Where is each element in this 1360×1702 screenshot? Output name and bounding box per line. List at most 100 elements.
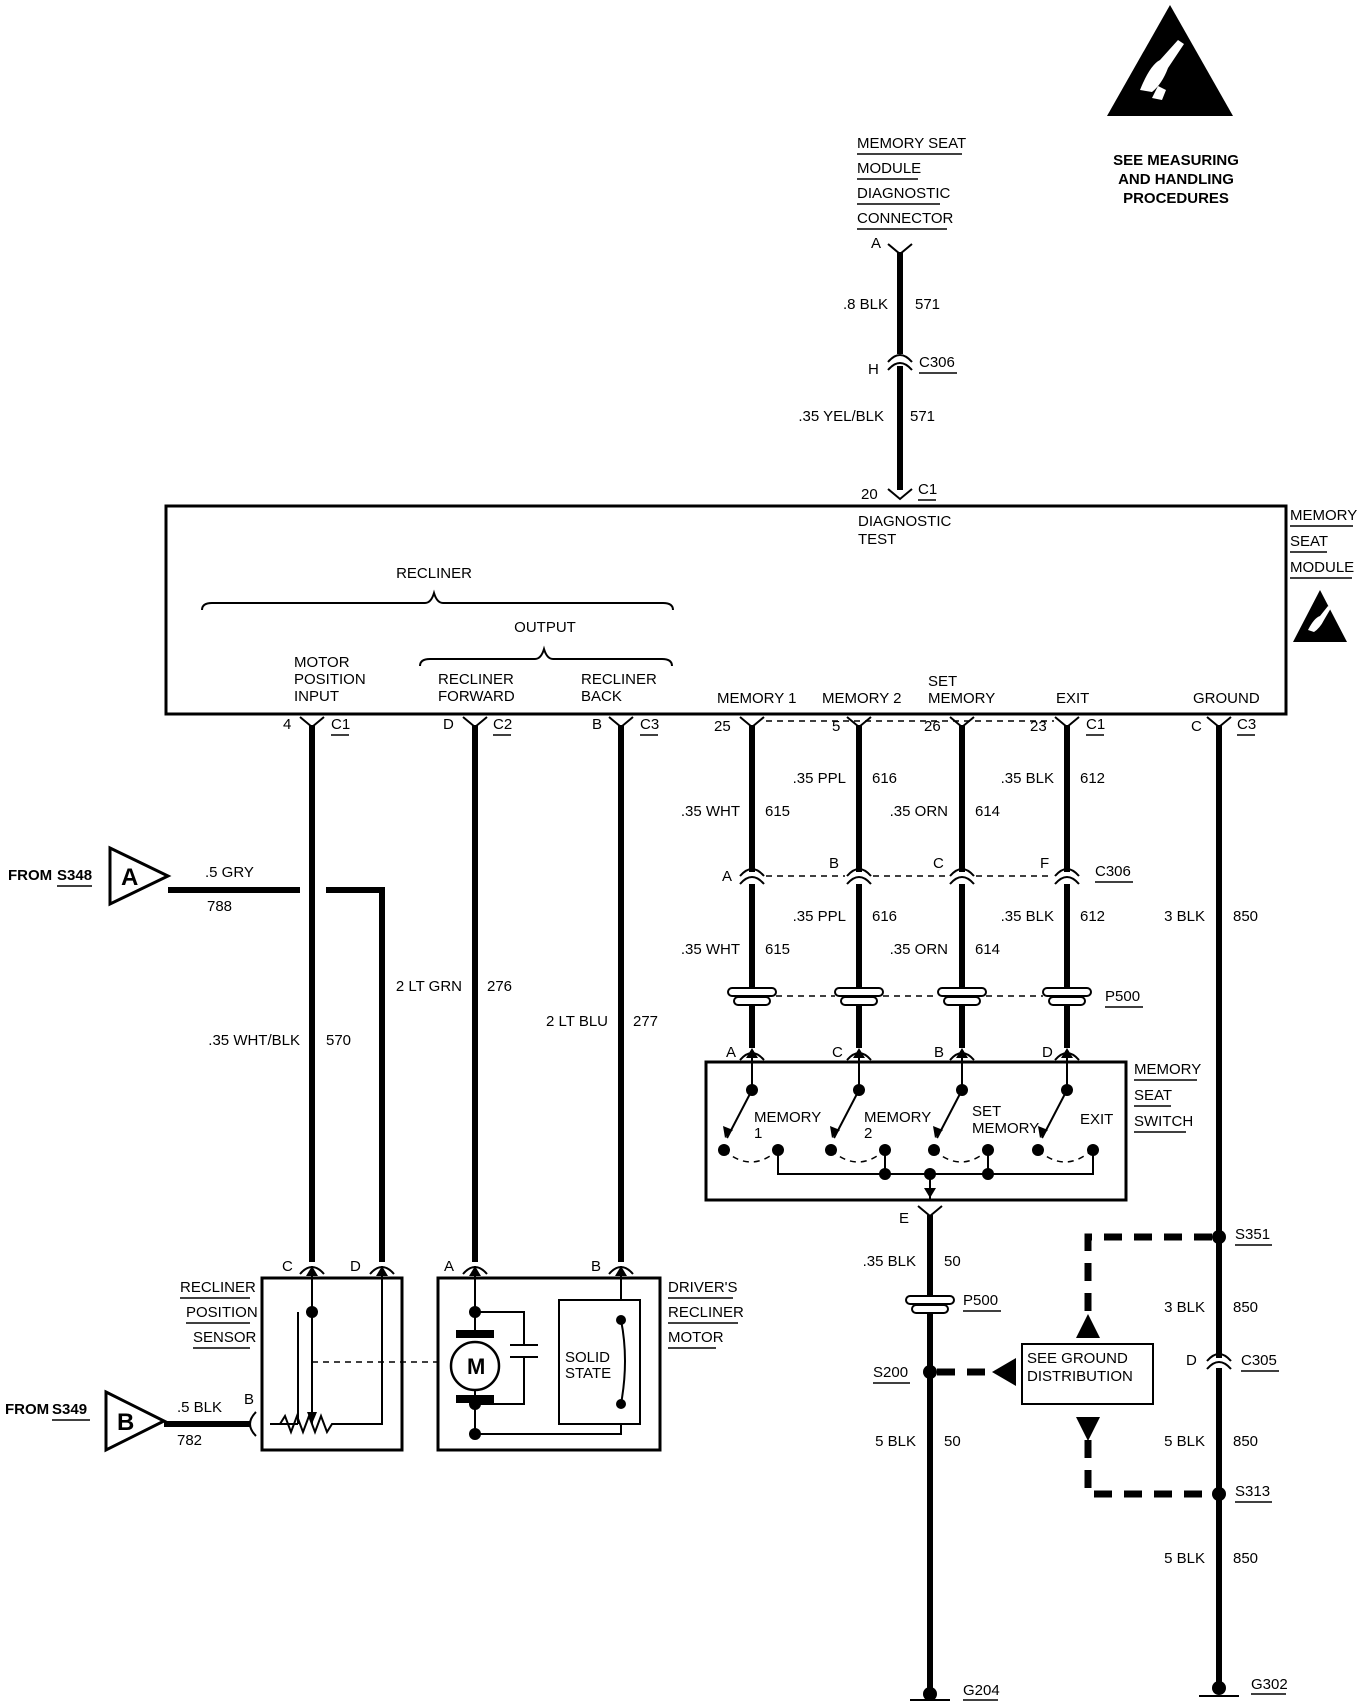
from-a-letter: A: [121, 864, 138, 891]
esd-notice-line1: SEE MEASURING: [1113, 152, 1239, 169]
wire-615a-gauge: .35 WHT: [681, 803, 740, 820]
ground-g302-icon: [1199, 1681, 1239, 1697]
sensor-name-label: RECLINER POSITION SENSOR: [180, 1279, 258, 1349]
pin-5: 5: [832, 718, 840, 735]
term-recliner-forward-l1: RECLINER: [438, 671, 514, 688]
wire-614b-gauge: .35 ORN: [890, 941, 948, 958]
pin-23: 23: [1030, 718, 1047, 735]
from-b-text: FROM: [5, 1401, 49, 1418]
output-brace: [419, 645, 673, 667]
splice-s351: S351: [1235, 1226, 1270, 1243]
wire-850a-circuit: 850: [1233, 908, 1258, 925]
svg-text:MEMORY SEAT: MEMORY SEAT: [857, 135, 966, 152]
output-group-label: OUTPUT: [514, 619, 576, 636]
svg-text:MODULE: MODULE: [1290, 559, 1354, 576]
wire-50a-circuit: 50: [944, 1253, 961, 1270]
svg-text:POSITION: POSITION: [186, 1304, 258, 1321]
from-b-splice: S349: [52, 1401, 87, 1418]
wire-614b-circuit: 614: [975, 941, 1000, 958]
recliner-group-label: RECLINER: [396, 565, 472, 582]
module-c1-diag-terminal: [887, 488, 913, 501]
term-motor-position-l3: INPUT: [294, 688, 339, 705]
wire-850d-gauge: 5 BLK: [1164, 1550, 1205, 1567]
diag-test-line2: TEST: [858, 531, 896, 548]
ground-dash-s351: [1084, 1233, 1212, 1318]
p500-lower-connector: [905, 1295, 955, 1314]
wire-612a-gauge: .35 BLK: [1001, 770, 1054, 787]
svg-text:MODULE: MODULE: [857, 160, 921, 177]
pin-d: D: [443, 716, 454, 733]
wire-788-gauge: .5 GRY: [205, 864, 254, 881]
wire-850b-gauge: 3 BLK: [1164, 1299, 1205, 1316]
wire-616a-circuit: 616: [872, 770, 897, 787]
term-motor-position-l2: POSITION: [294, 671, 366, 688]
splice-s351-dot: [1212, 1230, 1226, 1244]
wire-850b-circuit: 850: [1233, 1299, 1258, 1316]
switch-pin-a: A: [726, 1044, 736, 1061]
ground-dash-s313: [1084, 1440, 1212, 1498]
diag-connector-pin: A: [871, 235, 881, 252]
svg-text:RECLINER: RECLINER: [668, 1304, 744, 1321]
wire-50a-gauge: .35 BLK: [863, 1253, 916, 1270]
wire-788-circuit: 788: [207, 898, 232, 915]
conn-c1-4: C1: [331, 716, 350, 733]
wire-571-upper-gauge: .8 BLK: [843, 296, 888, 313]
sensor-pin-c: C: [282, 1258, 293, 1275]
wire-50b-circuit: 50: [944, 1433, 961, 1450]
motor-pin-a: A: [444, 1258, 454, 1275]
wire-850a-gauge: 3 BLK: [1164, 908, 1205, 925]
svg-text:CONNECTOR: CONNECTOR: [857, 210, 954, 227]
switch-out-terminal: [917, 1205, 943, 1218]
motor-symbol: M: [467, 1354, 485, 1379]
term-recliner-back-l1: RECLINER: [581, 671, 657, 688]
term-memory2: MEMORY 2: [822, 690, 901, 707]
recliner-brace: [201, 589, 674, 611]
svg-text:SEAT: SEAT: [1290, 533, 1328, 550]
c306-diag-pin: H: [868, 361, 879, 378]
from-a-text: FROM: [8, 867, 52, 884]
svg-text:MEMORY: MEMORY: [1134, 1061, 1201, 1078]
svg-text:SENSOR: SENSOR: [193, 1329, 257, 1346]
module-esd-icon: [1293, 590, 1347, 642]
wire-571-lower-gauge: .35 YEL/BLK: [798, 408, 884, 425]
wire-850c-gauge: 5 BLK: [1164, 1433, 1205, 1450]
switch-label-memory2-l1: MEMORY: [864, 1109, 931, 1126]
conn-c1-23: C1: [1086, 716, 1105, 733]
module-name-label: MEMORY SEAT MODULE: [1290, 507, 1357, 579]
wire-782-circuit: 782: [177, 1432, 202, 1449]
switch-label-memory1-l2: 1: [754, 1125, 762, 1142]
switch-label-memory2-l2: 2: [864, 1125, 872, 1142]
wire-850c-circuit: 850: [1233, 1433, 1258, 1450]
wire-571-lower-circuit: 571: [910, 408, 935, 425]
ground-distribution-box: [1021, 1343, 1154, 1405]
switch-label-exit: EXIT: [1080, 1111, 1113, 1128]
svg-text:DRIVER'S: DRIVER'S: [668, 1279, 738, 1296]
ground-g204-icon: [910, 1687, 950, 1701]
esd-notice-line2: AND HANDLING: [1118, 171, 1234, 188]
c305-pin: D: [1186, 1352, 1197, 1369]
from-a-splice: S348: [57, 867, 92, 884]
esd-warning-icon: [1107, 5, 1233, 116]
wire-277-gauge: 2 LT BLU: [546, 1013, 608, 1030]
memory-seat-module-box: [164, 504, 1288, 716]
ground-g302: G302: [1251, 1676, 1288, 1693]
ground-g204: G204: [963, 1682, 1000, 1699]
from-b-letter: B: [117, 1409, 134, 1436]
term-recliner-forward-l2: FORWARD: [438, 688, 515, 705]
motor-pin-b: B: [591, 1258, 601, 1275]
svg-text:MEMORY: MEMORY: [1290, 507, 1357, 524]
splice-s200-dot: [923, 1365, 937, 1379]
ground-dist-up-arrow-icon: [1076, 1314, 1100, 1338]
c306-row-connector: [739, 868, 1080, 885]
diag-module-pin: 20: [861, 486, 878, 503]
switch-name-label: MEMORY SEAT SWITCH: [1134, 1061, 1201, 1133]
wire-616a-gauge: .35 PPL: [793, 770, 846, 787]
pin-4: 4: [283, 716, 291, 733]
diag-module-conn: C1: [918, 481, 937, 498]
wire-782-gauge: .5 BLK: [177, 1399, 222, 1416]
c305-connector: [1206, 1353, 1232, 1370]
diagnostic-connector-label: MEMORY SEAT MODULE DIAGNOSTIC CONNECTOR: [857, 135, 966, 230]
switch-pin-c: C: [832, 1044, 843, 1061]
ground-dist-down-arrow-icon: [1076, 1417, 1100, 1441]
